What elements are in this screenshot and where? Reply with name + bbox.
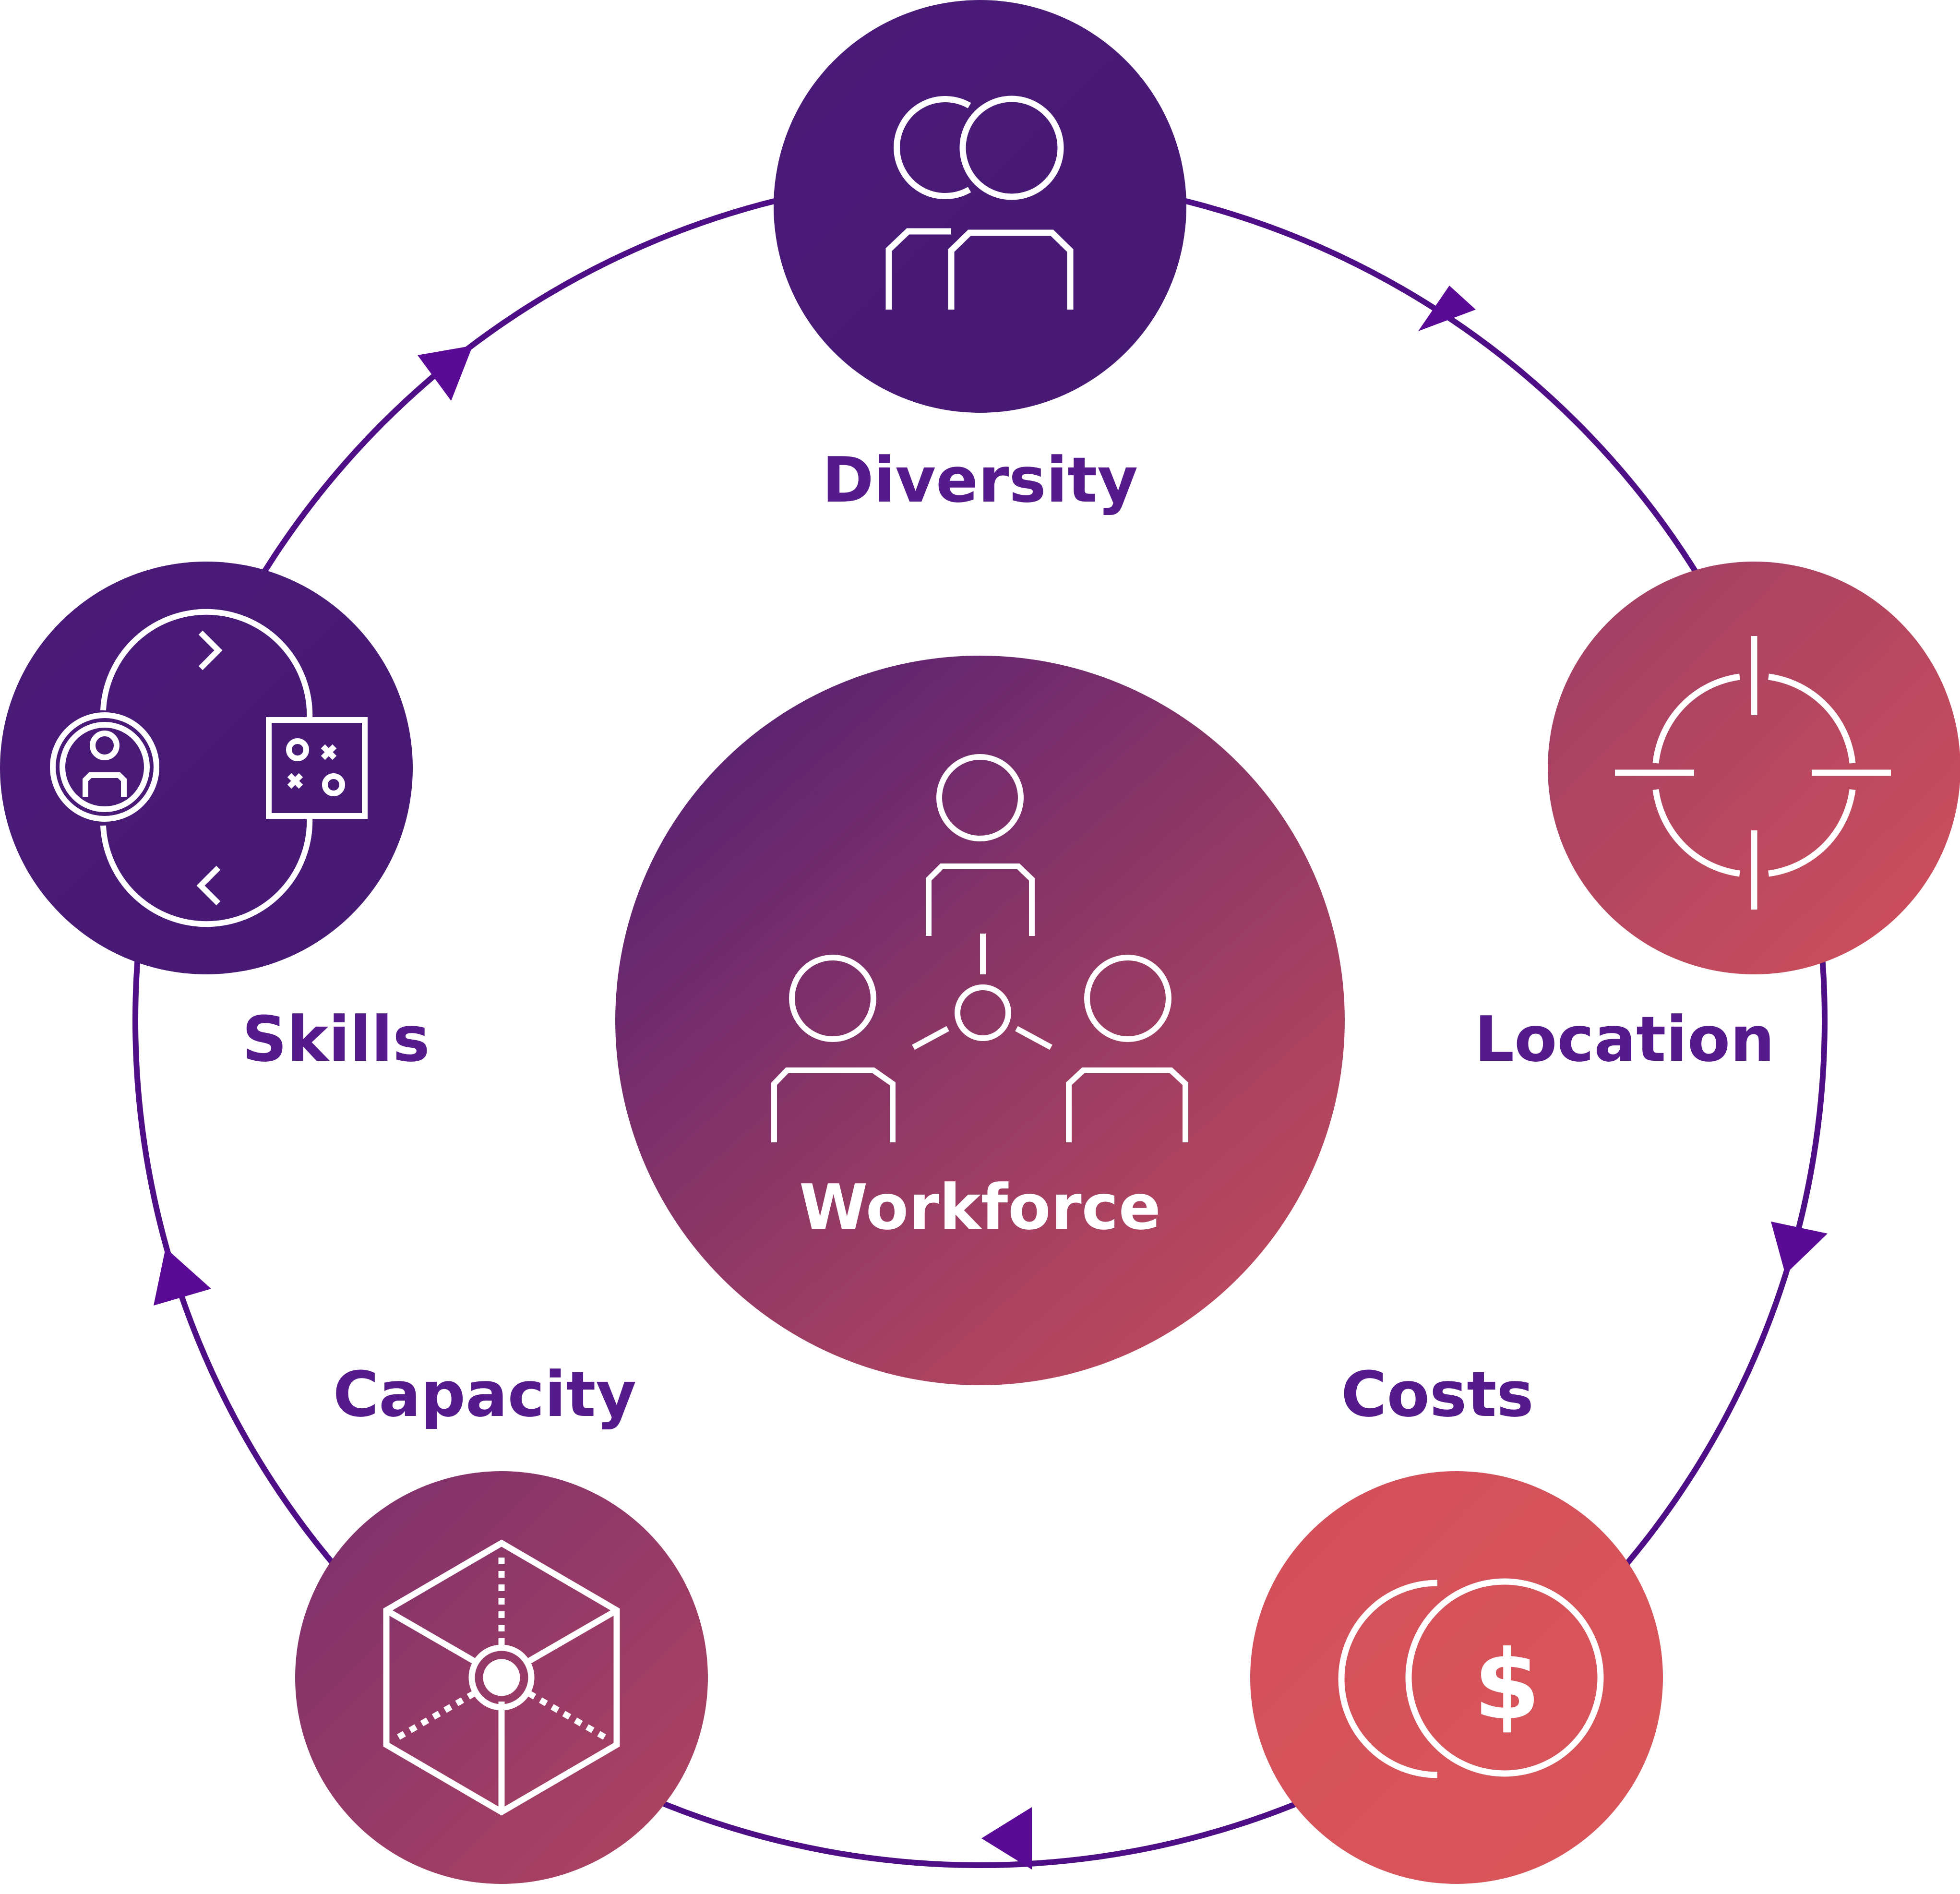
node-diversity: Diversity	[774, 0, 1186, 516]
people-pair-icon	[885, 96, 1074, 310]
center-workforce: Workforce	[615, 656, 1345, 1385]
arrow-costs-to-capacity	[981, 1807, 1032, 1870]
node-costs-circle	[1250, 1471, 1663, 1884]
node-label-diversity: Diversity	[822, 444, 1138, 516]
node-diversity-circle	[774, 0, 1186, 413]
node-capacity: Capacity	[295, 1358, 708, 1884]
cycle-arrows	[154, 286, 1828, 1870]
profile-badge-icon	[50, 712, 159, 822]
cube-hub-icon	[383, 1539, 620, 1816]
arrow-skills-to-diversity	[418, 346, 473, 401]
strategy-board-icon	[266, 717, 368, 819]
node-label-costs: Costs	[1341, 1358, 1534, 1431]
node-location-circle	[1548, 562, 1960, 974]
node-skills-circle	[0, 562, 413, 974]
center-label: Workforce	[799, 1171, 1161, 1244]
center-circle	[615, 656, 1345, 1385]
dollar-icon: $	[1473, 1630, 1540, 1741]
arrow-capacity-to-skills	[154, 1248, 211, 1306]
arrow-location-to-costs	[1771, 1222, 1828, 1274]
crosshair-icon	[1615, 636, 1891, 910]
node-skills: Skills	[0, 562, 430, 1076]
arrow-diversity-to-location	[1418, 286, 1476, 331]
node-label-location: Location	[1474, 1003, 1775, 1076]
coins-dollar-icon: $	[1338, 1578, 1604, 1778]
team-network-icon	[771, 754, 1188, 1142]
node-costs: $ Costs	[1250, 1358, 1663, 1884]
skill-cycle-icon	[50, 609, 368, 927]
node-label-skills: Skills	[242, 1003, 430, 1076]
node-label-capacity: Capacity	[333, 1358, 636, 1431]
node-location: Location	[1474, 562, 1960, 1076]
